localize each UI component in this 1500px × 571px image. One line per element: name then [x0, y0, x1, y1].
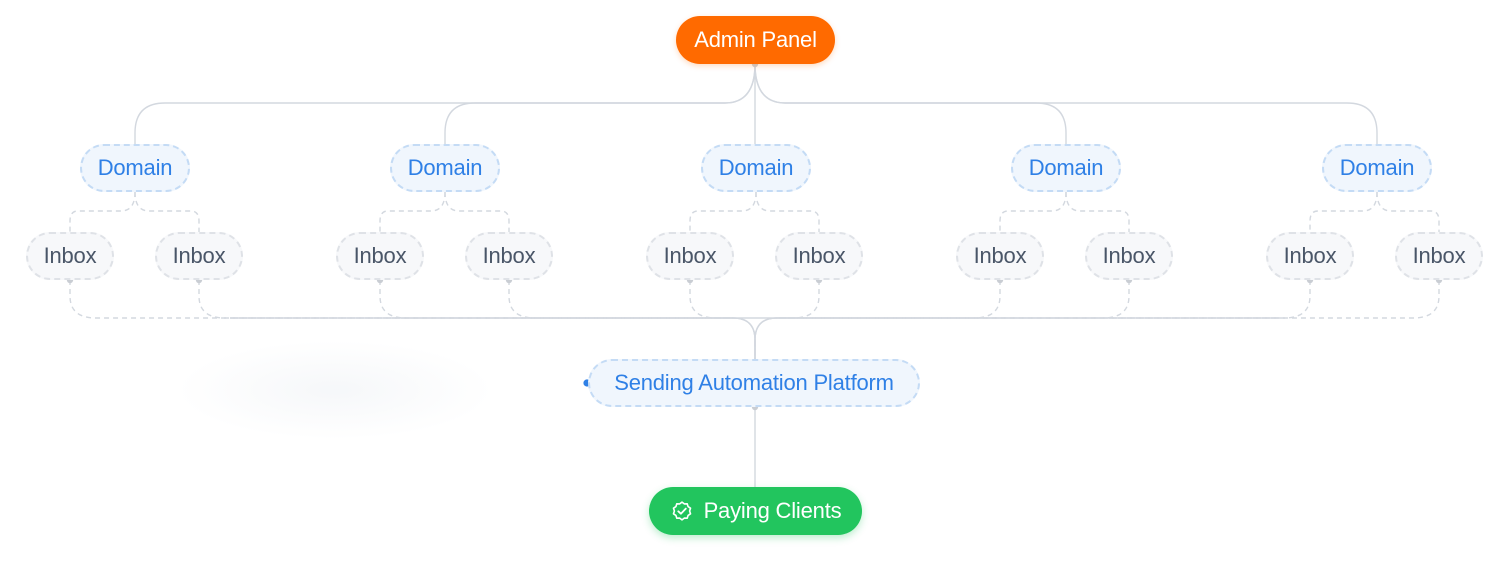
connector-inbox-platform: [379, 280, 756, 359]
sending-platform-label: Sending Automation Platform: [614, 370, 894, 395]
domain-label: Domain: [1028, 155, 1104, 180]
connector-domain-inbox: [444, 191, 510, 232]
domain-label: Domain: [97, 155, 173, 180]
inbox-node-2a[interactable]: Inbox: [336, 232, 424, 280]
connector-domain-inbox: [69, 191, 136, 232]
domain-label: Domain: [407, 155, 483, 180]
connector-inbox-platform: [69, 280, 756, 359]
connector-inbox-platform: [689, 280, 756, 359]
domain-label: Domain: [1339, 155, 1415, 180]
connector-domain-inbox: [755, 191, 820, 232]
admin-panel-node[interactable]: Admin Panel: [676, 16, 835, 64]
inbox-label: Inbox: [663, 243, 717, 268]
connector-domain-inbox: [379, 191, 446, 232]
connector-domain-inbox: [999, 191, 1067, 232]
domain-node-2[interactable]: Domain: [390, 144, 500, 192]
inbox-node-5a[interactable]: Inbox: [1266, 232, 1354, 280]
connector-inbox-platform: [508, 280, 756, 359]
connector-inbox-platform: [754, 280, 820, 359]
inbox-node-2b[interactable]: Inbox: [465, 232, 553, 280]
connector-domain-inbox: [1309, 191, 1378, 232]
inbox-label: Inbox: [973, 243, 1027, 268]
connector-admin-domain: [754, 63, 1378, 144]
inbox-label: Inbox: [353, 243, 407, 268]
inbox-node-3b[interactable]: Inbox: [775, 232, 863, 280]
inbox-label: Inbox: [482, 243, 536, 268]
inbox-node-1b[interactable]: Inbox: [155, 232, 243, 280]
inbox-node-3a[interactable]: Inbox: [646, 232, 734, 280]
connector-inbox-platform: [754, 280, 1130, 359]
inbox-label: Inbox: [792, 243, 846, 268]
connector-inbox-platform: [754, 280, 1440, 359]
domain-node-3[interactable]: Domain: [701, 144, 811, 192]
inbox-node-5b[interactable]: Inbox: [1395, 232, 1483, 280]
faded-background-shape: [175, 340, 495, 440]
connector-domain-inbox: [689, 191, 757, 232]
domain-node-4[interactable]: Domain: [1011, 144, 1121, 192]
inbox-label: Inbox: [1283, 243, 1337, 268]
inbox-node-4a[interactable]: Inbox: [956, 232, 1044, 280]
check-badge-icon: [672, 501, 691, 521]
connector-admin-domain: [444, 63, 756, 144]
inbox-label: Inbox: [1412, 243, 1466, 268]
inbox-node-1a[interactable]: Inbox: [26, 232, 114, 280]
paying-clients-node[interactable]: Paying Clients: [649, 487, 862, 535]
connector-admin-domain: [754, 63, 1067, 144]
admin-panel-label: Admin Panel: [694, 27, 817, 52]
inbox-label: Inbox: [1102, 243, 1156, 268]
domain-node-1[interactable]: Domain: [80, 144, 190, 192]
connector-domain-inbox: [1376, 191, 1440, 232]
connector-inbox-platform: [198, 280, 756, 359]
sending-platform-node[interactable]: Sending Automation Platform: [588, 359, 920, 407]
connector-inbox-platform: [754, 280, 1311, 359]
connector-domain-inbox: [1065, 191, 1130, 232]
domain-label: Domain: [718, 155, 794, 180]
paying-clients-label: Paying Clients: [703, 498, 842, 523]
connector-inbox-platform: [754, 280, 1001, 359]
connector-domain-inbox: [134, 191, 200, 232]
inbox-label: Inbox: [43, 243, 97, 268]
domain-node-5[interactable]: Domain: [1322, 144, 1432, 192]
inbox-node-4b[interactable]: Inbox: [1085, 232, 1173, 280]
inbox-label: Inbox: [172, 243, 226, 268]
